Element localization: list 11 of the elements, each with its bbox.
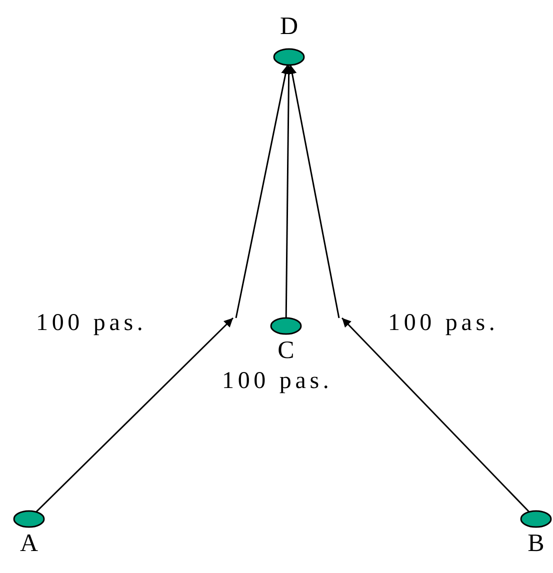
arrow (36, 317, 234, 512)
distance-label: 100 pas. (388, 310, 499, 337)
point-label: D (278, 14, 300, 40)
arrow (288, 64, 340, 318)
arrow (341, 317, 530, 512)
point-label: C (276, 338, 296, 364)
distance-label: 100 pas. (36, 310, 147, 337)
point-label: A (18, 531, 40, 557)
arrow (235, 64, 290, 318)
point-label: B (526, 531, 546, 557)
distance-label: 100 pas. (222, 368, 333, 395)
